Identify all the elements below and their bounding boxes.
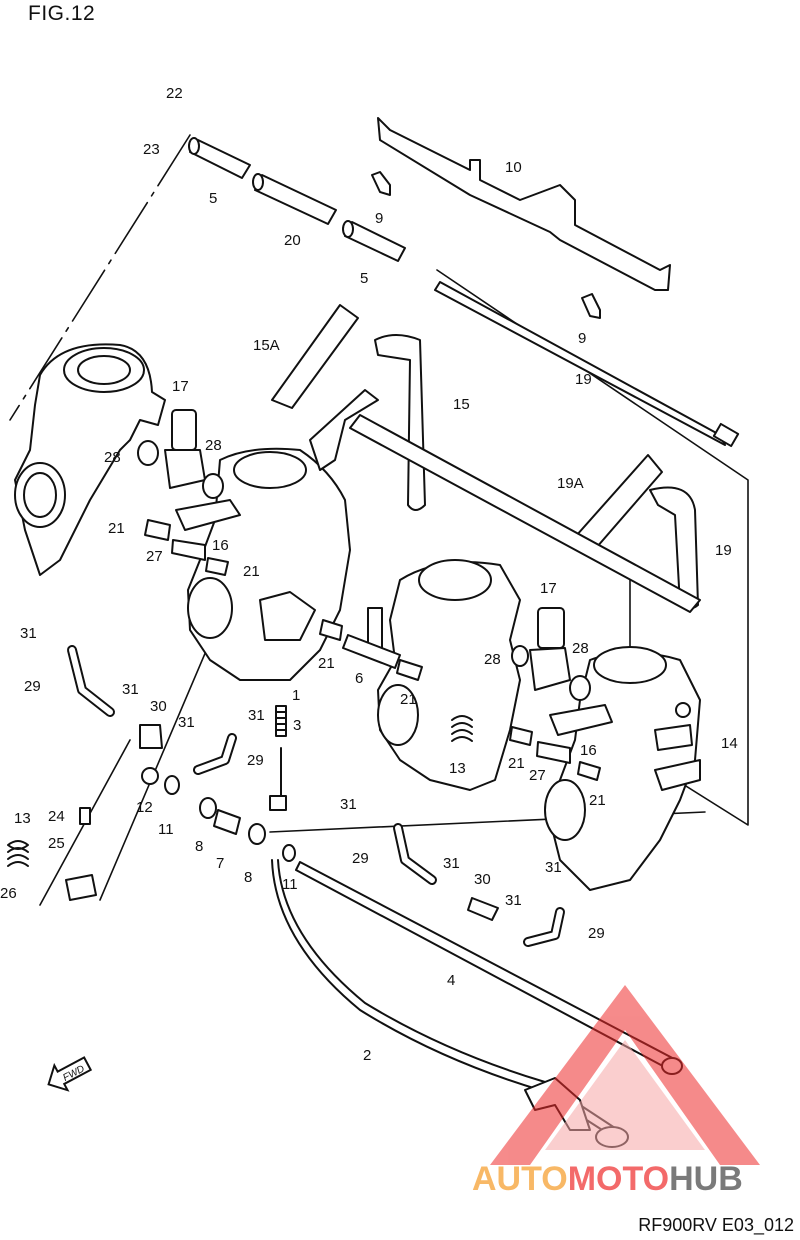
callout-label: 20: [284, 232, 301, 249]
automotohub-wordmark: AUTOMOTOHUB: [472, 1160, 743, 1198]
hose-29-a-inner: [69, 647, 113, 715]
callout-label: 31: [340, 796, 357, 813]
callout-label: 16: [212, 537, 229, 554]
spring-13-right: [451, 715, 473, 742]
callout-label: 8: [195, 838, 203, 855]
callout-labels: 2223520510991915A151728282127162119A1931…: [0, 85, 738, 1064]
hose-29-b-inner: [195, 735, 235, 773]
callout-label: 19: [715, 542, 732, 559]
callout-label: 21: [318, 655, 335, 672]
callout-label: 27: [146, 548, 163, 565]
svg-text:AUTOMOTOHUB: AUTOMOTOHUB: [472, 1160, 743, 1198]
automotohub-logo: [490, 985, 760, 1165]
tee-6: [319, 607, 423, 681]
callout-label: 28: [205, 437, 222, 454]
callout-label: 26: [0, 885, 17, 902]
callout-label: 29: [588, 925, 605, 942]
callout-label: 31: [545, 859, 562, 876]
callout-label: 5: [360, 270, 368, 287]
callout-label: 21: [508, 755, 525, 772]
rod-19: [434, 281, 740, 448]
callout-label: 31: [178, 714, 195, 731]
figure-title: FIG.12: [28, 2, 96, 25]
callout-label: 1: [292, 687, 300, 704]
callout-label: 16: [580, 742, 597, 759]
fitting-17-right: [511, 607, 591, 701]
brand-part-1: AUTO: [472, 1160, 568, 1198]
callout-label: 19: [575, 371, 592, 388]
callout-label: 11: [158, 821, 174, 838]
callout-label: 21: [108, 520, 125, 537]
callout-label: 11: [282, 876, 298, 893]
fitting-17-left: [137, 409, 224, 499]
clip-9-b: [581, 293, 601, 319]
hose-29-d-inner: [525, 909, 563, 945]
callout-label: 21: [589, 792, 606, 809]
callout-label: 23: [143, 141, 160, 158]
bracket-14: [654, 702, 701, 791]
callout-label: 25: [48, 835, 65, 852]
callout-label: 31: [248, 707, 265, 724]
hose-5-top: [188, 137, 251, 179]
hose-15: [309, 334, 426, 511]
screw-3: [269, 705, 287, 811]
cable-2: [271, 859, 611, 1136]
carburetor-1: [14, 343, 166, 576]
callout-label: 2: [363, 1047, 371, 1064]
callout-label: 14: [721, 735, 738, 752]
callout-label: 17: [172, 378, 189, 395]
carburetor-3: [377, 559, 521, 791]
fitting-16-left: [144, 499, 241, 576]
callout-label: 15A: [253, 337, 280, 354]
callout-label: 29: [24, 678, 41, 695]
callout-label: 29: [247, 752, 264, 769]
callout-label: 9: [375, 210, 383, 227]
spring-13-left: [7, 840, 29, 867]
callout-label: 13: [14, 810, 31, 827]
bracket-10: [377, 117, 671, 291]
callout-label: 31: [443, 855, 460, 872]
callout-label: 4: [447, 972, 455, 989]
hose-20: [252, 173, 337, 225]
fwd-arrow-icon: FWD: [47, 1056, 93, 1092]
callout-label: 28: [104, 449, 121, 466]
callout-label: 6: [355, 670, 363, 687]
callout-label: 30: [150, 698, 167, 715]
callout-label: 3: [293, 717, 301, 734]
callout-label: 10: [505, 159, 522, 176]
callout-label: 7: [216, 855, 224, 872]
callout-label: 30: [474, 871, 491, 888]
hose-15A: [271, 304, 359, 409]
callout-label: 21: [400, 691, 417, 708]
brand-part-2: MOTO: [568, 1160, 669, 1198]
callout-label: 24: [48, 808, 65, 825]
callout-label: 15: [453, 396, 470, 413]
fitting-16-right: [509, 704, 613, 781]
callout-label: 31: [122, 681, 139, 698]
callout-label: 9: [578, 330, 586, 347]
callout-label: 31: [20, 625, 37, 642]
clip-9-a: [371, 171, 391, 196]
callout-label: 8: [244, 869, 252, 886]
hose-5-mid: [342, 220, 406, 262]
callout-label: 13: [449, 760, 466, 777]
callout-label: 29: [352, 850, 369, 867]
callout-label: 27: [529, 767, 546, 784]
callout-label: 31: [505, 892, 522, 909]
brand-part-3: HUB: [669, 1160, 743, 1198]
figure-code: RF900RV E03_012: [638, 1215, 794, 1235]
callout-label: 22: [166, 85, 183, 102]
callout-label: 5: [209, 190, 217, 207]
callout-label: 12: [136, 799, 153, 816]
callout-label: 28: [572, 640, 589, 657]
small-parts: [65, 724, 499, 921]
callout-label: 21: [243, 563, 260, 580]
callout-label: 17: [540, 580, 557, 597]
hose-29-c-inner: [395, 825, 435, 883]
callout-label: 28: [484, 651, 501, 668]
rod-4: [295, 861, 681, 1073]
callout-label: 19A: [557, 475, 584, 492]
